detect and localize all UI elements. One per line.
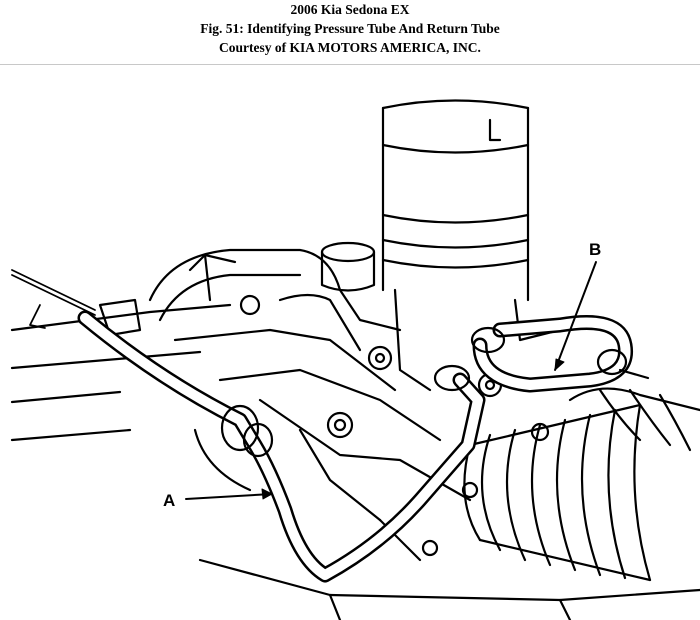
callout-label-a: A: [163, 491, 175, 510]
callout-b: B: [554, 240, 601, 371]
vehicle-title: 2006 Kia Sedona EX: [290, 2, 410, 17]
courtesy-line: Courtesy of KIA MOTORS AMERICA, INC.: [219, 40, 481, 55]
figure-header: 2006 Kia Sedona EX Fig. 51: Identifying …: [0, 0, 700, 66]
wire-harness: [11, 269, 96, 329]
header-divider: [0, 64, 700, 65]
callout-label-b: B: [589, 240, 601, 259]
steering-column: [381, 99, 562, 392]
mounting-bolts: [239, 294, 550, 557]
frame-crossmember: [10, 298, 700, 620]
rack-boot: [463, 387, 700, 582]
callout-arrow-a: [185, 493, 273, 500]
callout-arrow-b: [554, 261, 597, 371]
steering-gear-diagram: A B: [10, 99, 700, 620]
figure-title: Fig. 51: Identifying Pressure Tube And R…: [200, 21, 500, 36]
return-tube: [470, 315, 650, 393]
callout-a: A: [163, 488, 273, 510]
pressure-tube: [77, 310, 486, 583]
valve-cylinder: [320, 241, 376, 292]
